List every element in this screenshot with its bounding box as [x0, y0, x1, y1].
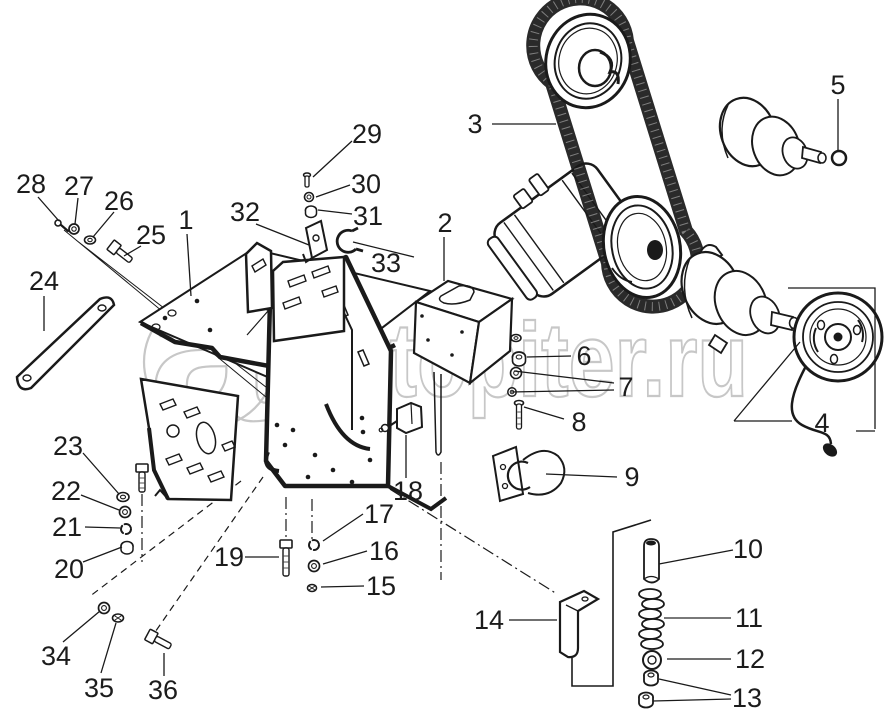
part-label-30: 30: [351, 169, 381, 199]
part-label-29: 29: [352, 119, 382, 149]
nuts-pair: [638, 669, 659, 709]
nut-6: [511, 351, 527, 367]
clip: [335, 226, 364, 254]
clutch-wire: [790, 365, 833, 445]
part-label-11: 11: [735, 603, 763, 633]
part-label-5: 5: [830, 70, 845, 100]
nut-15: [306, 583, 318, 593]
part-label-19: 19: [214, 542, 244, 572]
leg-bracket: [139, 377, 240, 502]
compressor-spare: [718, 96, 848, 177]
part-label-14: 14: [474, 605, 504, 635]
part-label-28: 28: [16, 169, 46, 199]
washer-30: [303, 191, 315, 203]
part-label-31: 31: [353, 201, 383, 231]
part-label-6: 6: [576, 341, 591, 371]
part-label-23: 23: [53, 431, 83, 461]
part-label-3: 3: [467, 109, 482, 139]
part-label-27: 27: [64, 171, 94, 201]
part-label-13: 13: [732, 683, 762, 713]
washer-7a: [509, 366, 523, 380]
nut-35: [111, 613, 125, 623]
small-bracket: [302, 219, 329, 264]
pressure-switch: [378, 401, 424, 435]
clamp: [491, 445, 566, 503]
plate-flanges: [244, 241, 346, 343]
clutch-pulley: [790, 291, 884, 457]
part-label-21: 21: [52, 512, 82, 542]
bolt-19: [279, 539, 293, 577]
bolt-36: [144, 628, 172, 650]
part-label-1: 1: [178, 205, 193, 235]
cover-box: [412, 279, 515, 456]
part-label-17: 17: [364, 499, 394, 529]
part-label-26: 26: [104, 186, 134, 216]
part-label-8: 8: [571, 407, 586, 437]
screw-28: [54, 219, 70, 233]
lockwasher-21: [120, 523, 132, 535]
screw-29: [302, 172, 312, 188]
part-label-25: 25: [136, 220, 166, 250]
nut-26: [83, 235, 97, 245]
leader-lines: [37, 99, 876, 702]
part-label-22: 22: [51, 476, 81, 506]
part-label-16: 16: [369, 536, 399, 566]
part-label-2: 2: [437, 208, 452, 238]
spring: [638, 588, 665, 650]
drive-belt: [526, 0, 705, 314]
bolt-head-6-area: [510, 333, 522, 343]
washer-16: [307, 559, 321, 573]
part-label-34: 34: [41, 641, 71, 671]
nut-31: [304, 205, 318, 219]
lockwasher-17: [308, 539, 320, 551]
part-label-20: 20: [54, 554, 84, 584]
part-label-4: 4: [814, 408, 829, 438]
belt-pulley-upper: [544, 12, 632, 110]
nut-23: [116, 491, 130, 503]
part-label-18: 18: [393, 476, 423, 506]
part-label-24: 24: [29, 266, 59, 296]
part-label-7: 7: [618, 372, 633, 402]
part-label-15: 15: [366, 571, 396, 601]
compressor-main: [680, 244, 800, 355]
compressor-upper: [486, 162, 637, 301]
fasteners: [54, 172, 527, 650]
strap: [15, 296, 116, 391]
bolt-23-area: [135, 463, 149, 493]
part-label-36: 36: [148, 675, 178, 705]
belt-pulley-lower: [601, 194, 683, 300]
washer-grommet: [642, 650, 662, 670]
part-label-10: 10: [733, 534, 763, 564]
washer-34: [97, 601, 111, 615]
part-label-33: 33: [371, 248, 401, 278]
part-label-32: 32: [230, 197, 260, 227]
washer-22: [118, 505, 132, 519]
washer-27: [68, 223, 80, 235]
part-label-35: 35: [84, 673, 114, 703]
bolt-8: [513, 399, 525, 430]
spacer-block: [558, 589, 601, 659]
nut-20: [120, 540, 134, 555]
pin: [643, 538, 660, 584]
part-label-12: 12: [735, 644, 765, 674]
o-ring: [830, 149, 848, 167]
part-label-9: 9: [624, 462, 639, 492]
